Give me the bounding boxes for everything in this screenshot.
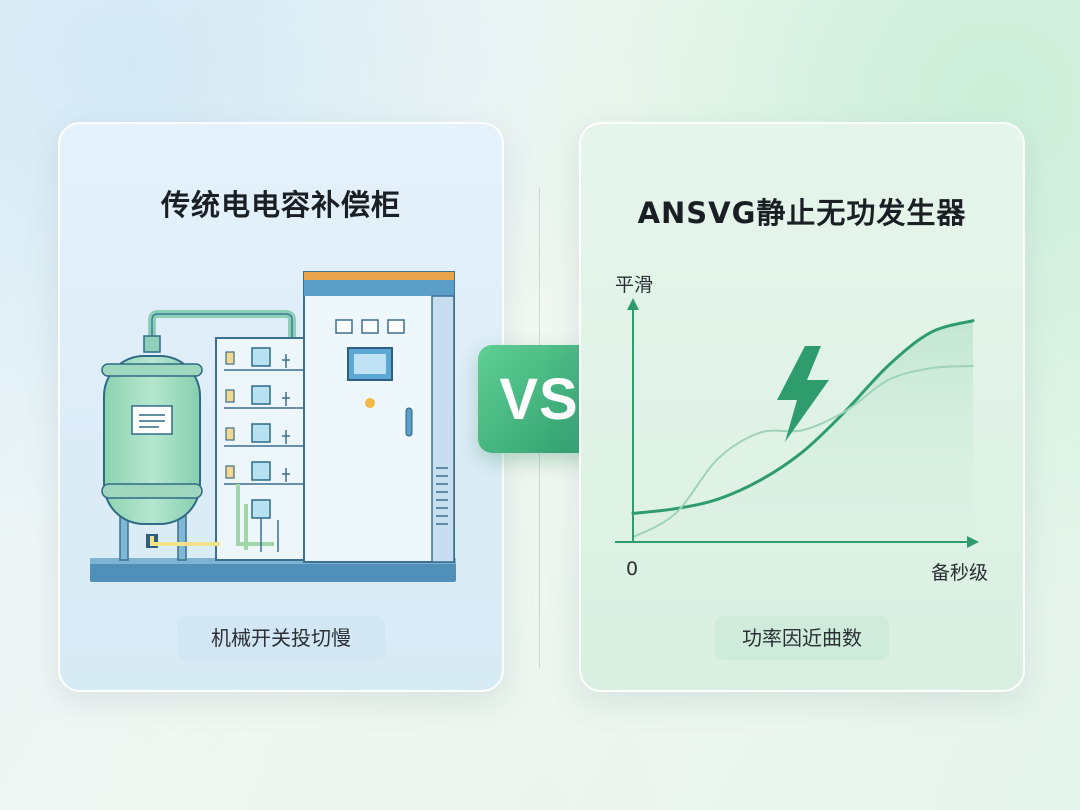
x-axis-label: 备秒级 (931, 562, 989, 584)
series-area (633, 320, 973, 542)
series-line-secondary (632, 364, 974, 539)
series-line-main (631, 319, 975, 515)
x-axis-arrow (967, 536, 979, 548)
ansvg-card: ANSVG静止无功发生器 平滑 0 备秒级 功率因近曲数 (579, 122, 1025, 692)
y-axis-label: 平滑 (615, 274, 654, 296)
left-card-title: 传统电电容补偿柜 (160, 188, 401, 222)
origin-label: 0 (626, 558, 639, 580)
power-factor-chart (615, 298, 979, 548)
y-axis-arrow (627, 298, 639, 310)
right-card-title: ANSVG静止无功发生器 (637, 196, 967, 230)
right-card-caption: 功率因近曲数 (715, 616, 889, 660)
lightning-bolt-icon (777, 346, 829, 442)
capacitor-cabinet-illustration (90, 271, 456, 582)
control-cabinet-icon (303, 271, 455, 563)
vs-label: VS (499, 366, 579, 432)
traditional-capacitor-card: 传统电电容补偿柜 (58, 122, 504, 692)
left-card-caption: 机械开关投切慢 (177, 616, 385, 660)
switch-panel-icon (215, 337, 305, 561)
capacitor-tank-icon (101, 335, 203, 561)
